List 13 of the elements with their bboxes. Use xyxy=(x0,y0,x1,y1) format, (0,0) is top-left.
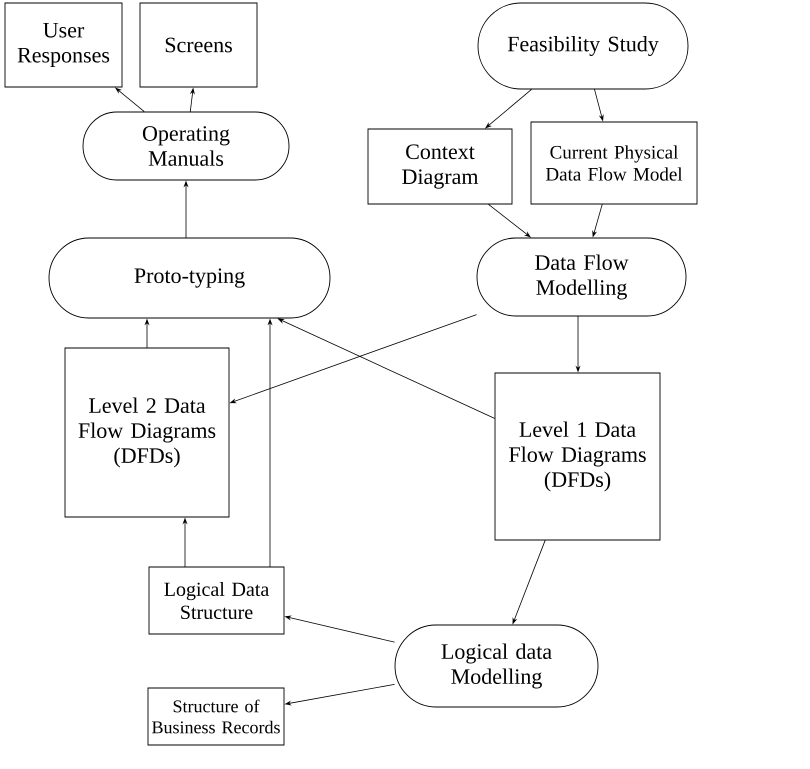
process-box: Structure of Business Records xyxy=(148,688,284,746)
process-box: Screens xyxy=(140,2,258,88)
process-box: Current Physical Data Flow Model xyxy=(530,122,698,204)
process-terminator: Feasibility Study xyxy=(478,2,688,90)
process-box: Context Diagram xyxy=(368,128,512,204)
process-terminator: Logical data Modelling xyxy=(394,624,598,708)
process-terminator: Proto-typing xyxy=(48,238,330,318)
process-box: Level 1 Data Flow Diagrams (DFDs) xyxy=(494,372,660,540)
process-box: User Responses xyxy=(4,2,122,88)
process-box: Level 2 Data Flow Diagrams (DFDs) xyxy=(64,348,230,518)
process-terminator: Data Flow Modelling xyxy=(476,238,686,316)
process-box: Logical Data Structure xyxy=(148,566,284,634)
process-terminator: Operating Manuals xyxy=(82,112,290,180)
